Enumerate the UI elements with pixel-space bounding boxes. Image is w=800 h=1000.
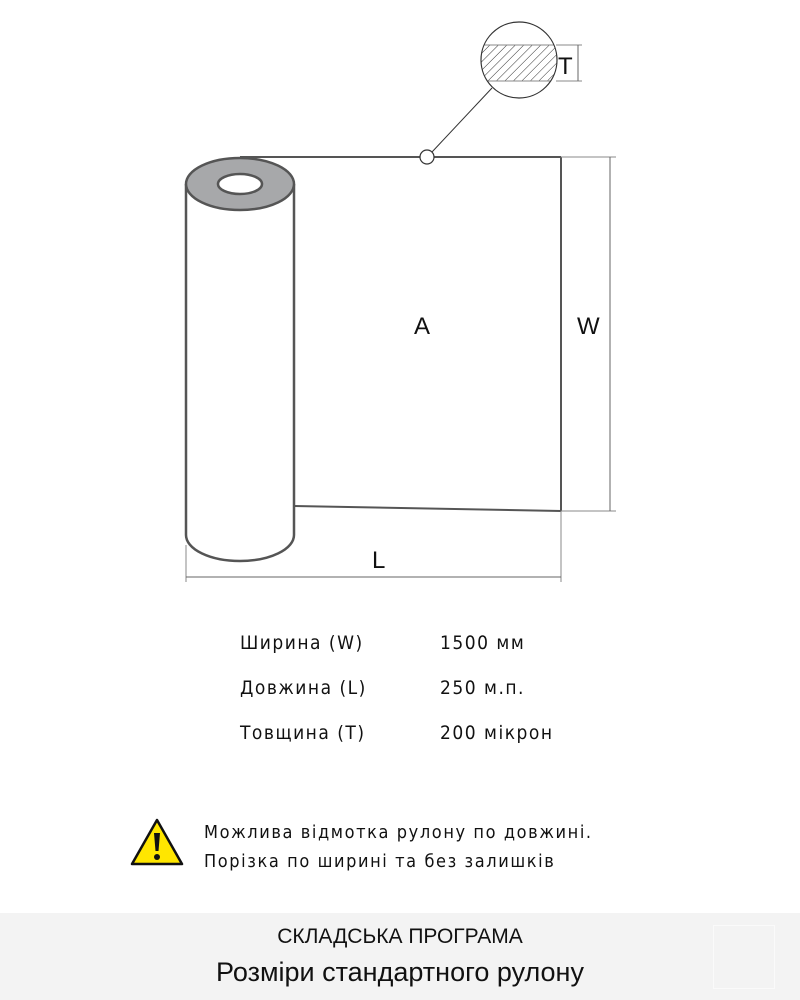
spec-label: Ширина (W) — [240, 632, 364, 654]
roll-diagram: T A W L — [184, 21, 616, 582]
thickness-callout: T — [419, 21, 582, 165]
spec-table: Ширина (W) 1500 мм Довжина (L) 250 м.п. … — [240, 632, 554, 767]
spec-row-width: Ширина (W) 1500 мм — [240, 632, 554, 677]
roll-cylinder — [184, 156, 296, 563]
length-dimension — [185, 511, 562, 582]
spec-label: Товщина (T) — [240, 722, 366, 744]
footer-banner: СКЛАДСЬКА ПРОГРАМА Розміри стандартного … — [0, 913, 800, 1000]
footer-decoration — [713, 925, 775, 989]
spec-value: 200 мікрон — [440, 722, 554, 744]
footer-subtitle: СКЛАДСЬКА ПРОГРАМА — [277, 925, 523, 948]
spec-label: Довжина (L) — [240, 677, 367, 699]
label-a: A — [414, 313, 430, 340]
warning-icon — [130, 818, 184, 866]
spec-row-thickness: Товщина (T) 200 мікрон — [240, 722, 554, 767]
width-dimension — [561, 156, 616, 512]
note-line-2: Порізка по ширині та без залишків — [204, 851, 556, 872]
spec-row-length: Довжина (L) 250 м.п. — [240, 677, 554, 722]
sheet-outline — [240, 156, 562, 512]
note-line-1: Можлива відмотка рулону по довжині. — [204, 822, 593, 843]
label-l: L — [372, 547, 385, 574]
note-text: Можлива відмотка рулону по довжині. Порі… — [204, 818, 593, 876]
spec-value: 1500 мм — [440, 632, 526, 654]
label-w: W — [577, 313, 600, 340]
label-t: T — [558, 53, 573, 80]
footer-title: Розміри стандартного рулону — [216, 957, 584, 987]
spec-value: 250 м.п. — [440, 677, 525, 699]
